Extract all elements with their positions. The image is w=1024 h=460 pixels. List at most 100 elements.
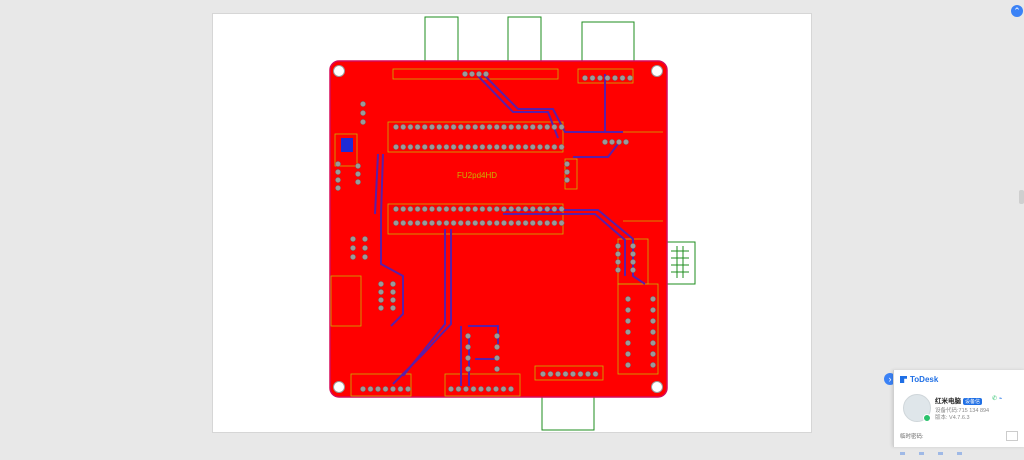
pad: [465, 333, 471, 339]
pad: [472, 220, 479, 226]
pad: [625, 362, 631, 368]
pad: [615, 251, 621, 257]
pad: [469, 71, 475, 77]
trace: [374, 153, 379, 215]
pad: [558, 206, 565, 212]
pad: [522, 206, 529, 212]
pad: [577, 371, 584, 377]
trace: [503, 213, 626, 276]
pad: [551, 220, 558, 226]
pad: [382, 386, 389, 392]
pad: [625, 296, 631, 302]
pad: [457, 124, 464, 130]
pad: [544, 124, 551, 130]
pad: [493, 220, 500, 226]
pad: [615, 243, 621, 249]
pad: [630, 243, 636, 249]
pad: [450, 124, 457, 130]
pad: [494, 355, 500, 361]
pad: [508, 206, 515, 212]
pad: [436, 206, 443, 212]
pad: [355, 179, 361, 185]
bottom-toolbar: [900, 442, 1015, 455]
pad: [335, 185, 341, 191]
pad: [486, 206, 493, 212]
pad: [544, 220, 551, 226]
pad: [421, 124, 428, 130]
trace: [392, 229, 452, 385]
pcb-board: [329, 60, 668, 398]
pad: [465, 220, 471, 226]
pad: [625, 329, 631, 335]
pad: [421, 206, 428, 212]
status-badge: 设备信: [963, 398, 983, 405]
toolbar-item[interactable]: [900, 452, 905, 455]
todesk-brand: ToDesk: [900, 375, 938, 384]
pin-icon[interactable]: ⌃: [1011, 5, 1023, 17]
pad: [455, 386, 462, 392]
pad: [360, 101, 366, 107]
pad: [414, 206, 421, 212]
pad: [390, 305, 396, 311]
pad: [650, 362, 656, 368]
pad: [522, 124, 529, 130]
pad: [529, 124, 536, 130]
pad: [625, 340, 631, 346]
pad: [582, 75, 588, 81]
pad: [443, 124, 450, 130]
pad: [500, 386, 507, 392]
connector-outline: [662, 241, 696, 285]
todesk-logo-icon: [900, 376, 907, 383]
todesk-panel: ToDesk 红米电脑设备信 ✆ ⌁ 设备代码:715 134 894 版本: …: [893, 370, 1024, 455]
pad: [393, 220, 399, 226]
password-field[interactable]: [1006, 431, 1018, 441]
pad: [462, 71, 468, 77]
pad: [350, 245, 356, 251]
pad: [625, 318, 631, 324]
pad: [362, 236, 368, 242]
pad: [400, 144, 407, 150]
pad: [378, 305, 384, 311]
pad: [429, 220, 435, 226]
pad: [650, 318, 656, 324]
pad: [589, 75, 596, 81]
pad: [615, 259, 621, 265]
pad: [522, 220, 529, 226]
pad: [508, 220, 515, 226]
pad: [421, 144, 428, 150]
pad: [478, 386, 484, 392]
toolbar-item[interactable]: [957, 452, 962, 455]
pad: [362, 245, 368, 251]
pad: [515, 124, 522, 130]
pad: [375, 386, 381, 392]
pad: [544, 206, 551, 212]
pad: [558, 124, 565, 130]
toolbar-item[interactable]: [919, 452, 924, 455]
wifi-icon[interactable]: ⌁: [998, 396, 1003, 402]
pad: [390, 289, 396, 295]
pad: [615, 267, 621, 273]
trace: [482, 73, 623, 133]
scrollbar-handle[interactable]: [1019, 190, 1024, 204]
pad: [393, 206, 399, 212]
pad: [540, 371, 546, 377]
pad: [501, 220, 507, 226]
phone-icon[interactable]: ✆: [992, 396, 998, 402]
mount-hole: [651, 381, 663, 393]
toolbar-item[interactable]: [938, 452, 943, 455]
pad: [486, 144, 493, 150]
pad: [465, 366, 471, 372]
pad: [551, 206, 558, 212]
connector-grid: [671, 246, 689, 278]
pad: [414, 144, 421, 150]
pad: [335, 177, 341, 183]
pad: [390, 386, 396, 392]
pad: [564, 161, 570, 167]
pad: [493, 206, 500, 212]
pad: [493, 386, 499, 392]
pad: [616, 139, 622, 145]
password-label: 临时密码:: [900, 434, 924, 440]
board-label: FU2pd4HD: [457, 171, 497, 180]
pad: [537, 206, 543, 212]
pad: [463, 386, 469, 392]
